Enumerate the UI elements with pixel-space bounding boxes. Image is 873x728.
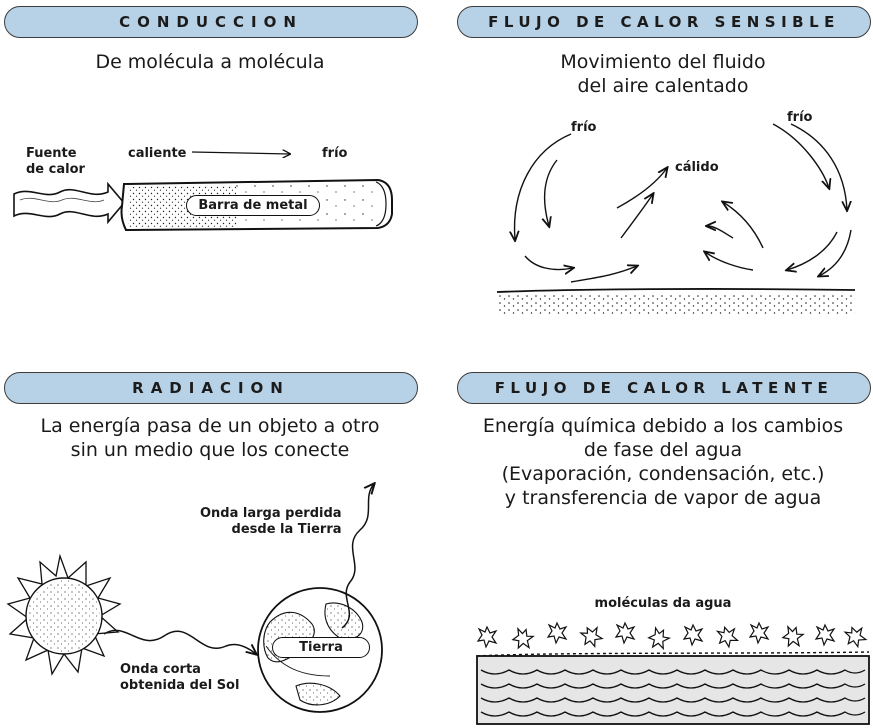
conduccion-title: CONDUCCION (4, 6, 418, 38)
cold-left-label: frío (571, 120, 597, 135)
longwave-label: Onda larga perdida desde la Tierra (200, 506, 342, 537)
water-molecules-label: moléculas da agua (594, 596, 732, 611)
heat-source-label: Fuente de calor (26, 146, 85, 177)
heat-direction-arrow (191, 152, 290, 154)
cold-right-label: frío (787, 110, 813, 125)
cold-label: frío (322, 146, 348, 161)
radiacion-subtitle: La energía pasa de un objeto a otro sin … (40, 415, 380, 461)
flujo-latente-subtitle: Energía química debido a los cambios de … (482, 415, 844, 509)
panel-radiacion: RADIACION La energía pasa de un objeto a… (0, 366, 420, 726)
water-body (476, 651, 870, 725)
conduccion-subtitle: De molécula a molécula (95, 51, 325, 73)
radiation-illustration (6, 366, 383, 713)
ground-surface (496, 288, 856, 293)
shortwave-arrow (103, 629, 256, 654)
panel-flujo-latente: FLUJO DE CALOR LATENTE Energía química d… (453, 366, 873, 726)
sun-icon (6, 553, 122, 676)
panel-conduccion: CONDUCCION De molécula a molécula Fuente (0, 0, 420, 360)
conduccion-illustration (13, 0, 393, 232)
latent-heat-illustration (476, 622, 870, 725)
panel-flujo-sensible: FLUJO DE CALOR SENSIBLE Movimiento del f… (453, 0, 873, 360)
metal-bar-label: Barra de metal (186, 195, 320, 216)
warm-label: cálido (675, 160, 719, 175)
hot-label: caliente (128, 146, 187, 161)
flujo-latente-title: FLUJO DE CALOR LATENTE (457, 372, 871, 404)
flujo-sensible-subtitle: Movimiento del fluido del aire calentado (560, 51, 766, 97)
convection-illustration (496, 123, 856, 314)
radiacion-title: RADIACION (4, 372, 418, 404)
flujo-sensible-title: FLUJO DE CALOR SENSIBLE (457, 6, 871, 38)
heat-source-arrow (13, 181, 126, 225)
water-molecules (477, 622, 868, 653)
shortwave-label: Onda corta obtenida del Sol (120, 662, 240, 693)
earth-label: Tierra (272, 637, 370, 658)
longwave-arrow (341, 484, 374, 629)
